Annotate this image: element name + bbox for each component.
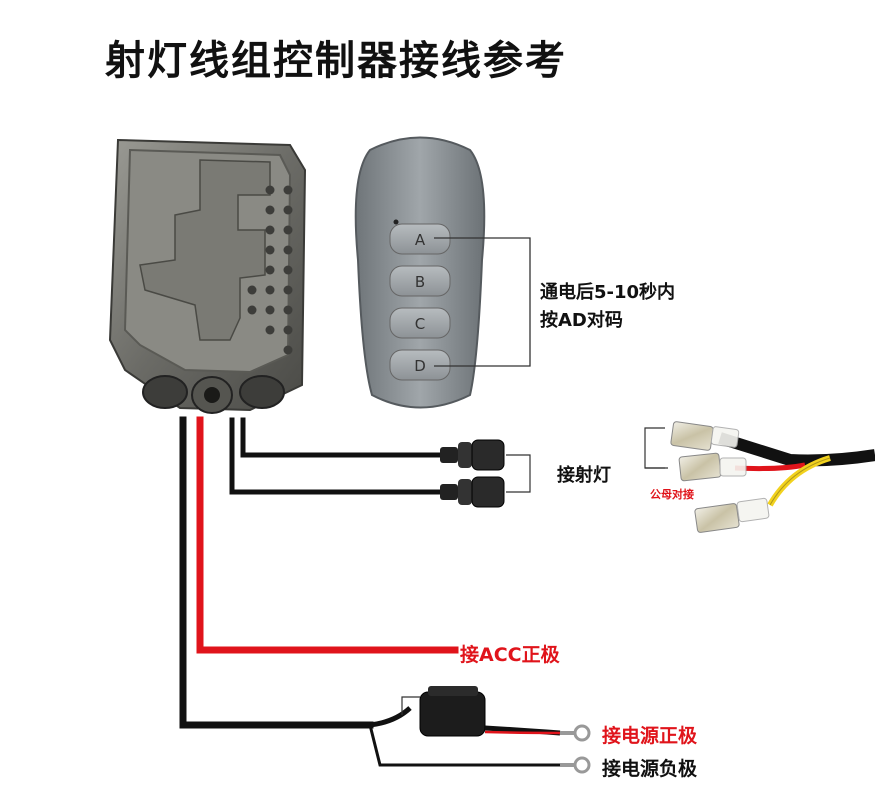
spot-wire-1 [240, 417, 443, 458]
male-female-label: 公母对接 [650, 488, 694, 501]
waterproof-connector-icon [440, 439, 505, 508]
remote-control-icon: A B C D [354, 136, 486, 409]
remote-button-b[interactable] [389, 265, 451, 297]
pairing-note-line2: 按AD对码 [540, 310, 623, 331]
controller-box-icon [108, 138, 307, 414]
power-positive-label: 接电源正极 [602, 725, 698, 747]
remote-label-b: B [415, 273, 425, 291]
spade-terminal-icon [670, 421, 875, 533]
spot-wire-2 [229, 417, 443, 495]
remote-button-c[interactable] [389, 307, 451, 339]
remote-button-a[interactable] [389, 223, 451, 255]
main-black-wire [179, 416, 374, 729]
power-negative-label: 接电源负极 [602, 758, 698, 780]
acc-red-wire [196, 416, 459, 654]
acc-label: 接ACC正极 [460, 644, 560, 666]
fuse-holder-icon [368, 686, 561, 767]
remote-label-a: A [415, 231, 426, 249]
remote-label-d: D [414, 357, 426, 375]
pairing-note-line1: 通电后5-10秒内 [540, 282, 676, 303]
page-title: 射灯线组控制器接线参考 [105, 38, 567, 84]
remote-label-c: C [415, 315, 425, 333]
spotlight-label: 接射灯 [557, 465, 611, 486]
ring-terminal-icon [560, 724, 591, 774]
pairing-bracket [434, 237, 531, 367]
remote-button-d[interactable] [389, 349, 451, 381]
